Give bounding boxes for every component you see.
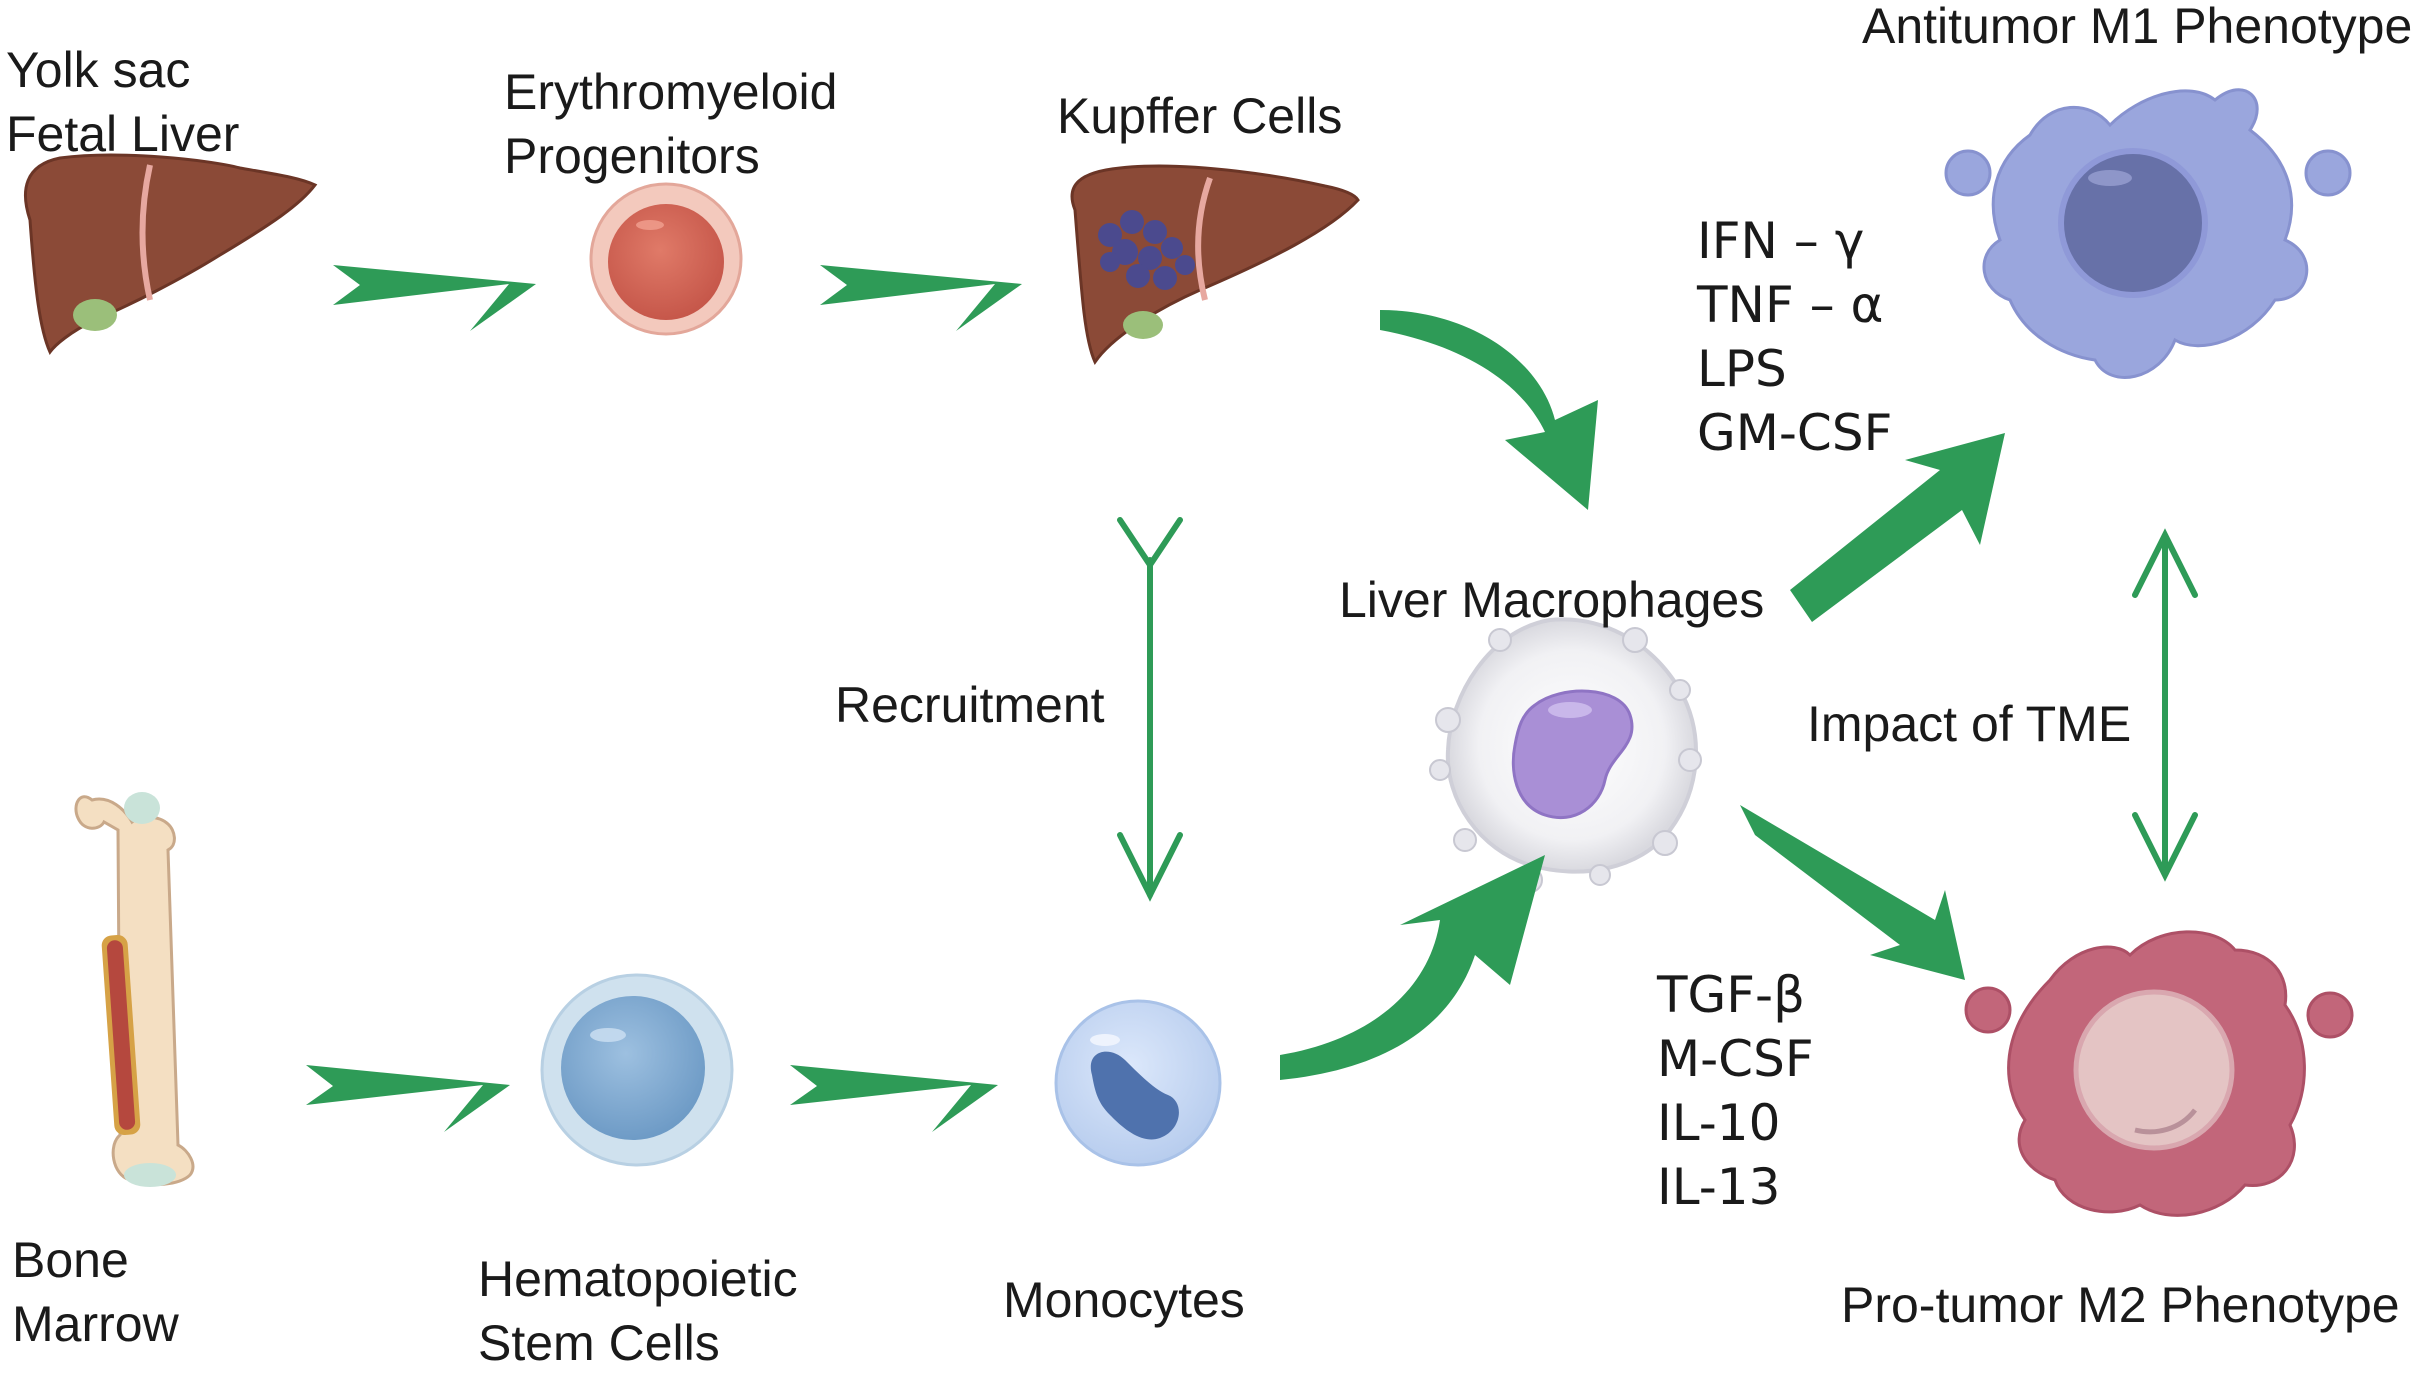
monocyte-icon <box>1054 999 1222 1167</box>
arrow-macrophage-to-m2 <box>1740 805 1965 980</box>
label-monocytes: Monocytes <box>1003 1272 1245 1328</box>
macrophage-icon <box>1429 617 1702 893</box>
bone-icon <box>74 792 195 1187</box>
label-erythromyeloid: Erythromyeloid Progenitors <box>504 60 837 188</box>
label-bone: Bone <box>12 1232 129 1288</box>
label-hematopoietic: Hematopoietic <box>478 1251 798 1307</box>
stimulus-m-csf: M-CSF <box>1657 1030 1814 1088</box>
stimulus-lps: LPS <box>1697 340 1787 398</box>
arrow-erythro-to-kupffer <box>820 265 1022 331</box>
label-kupffer-cells: Kupffer Cells <box>1057 88 1343 144</box>
label-liver-macrophages: Liver Macrophages <box>1339 572 1765 628</box>
arrow-bone-to-hsc <box>306 1065 510 1132</box>
stimulus-tnf-alpha: TNF – α <box>1697 276 1884 334</box>
label-stem-cells: Stem Cells <box>478 1315 720 1371</box>
arrow-hsc-to-monocyte <box>790 1065 998 1132</box>
label-yolk-sac: Yolk sac <box>6 42 191 98</box>
m1-stimuli-list: IFN – γ TNF – α LPS GM-CSF <box>1697 209 1892 465</box>
tme-double-arrow <box>2132 528 2198 882</box>
liver-icon <box>23 153 318 355</box>
stem-cell-icon <box>540 973 734 1167</box>
label-impact-tme: Impact of TME <box>1807 696 2132 752</box>
stimulus-tgf-beta: TGF-β <box>1657 966 1805 1024</box>
m2-macrophage-icon <box>1964 930 2354 1217</box>
arrow-macrophage-to-m1 <box>1790 433 2005 622</box>
label-hsc: Hematopoietic Stem Cells <box>478 1247 798 1375</box>
stimulus-il-10: IL-10 <box>1657 1094 1781 1152</box>
arrow-liver-to-erythro <box>333 265 536 331</box>
erythroid-cell-icon <box>589 182 743 336</box>
arrow-monocyte-to-macrophage <box>1280 855 1545 1080</box>
m1-macrophage-icon <box>1944 88 2352 379</box>
label-erythromyeloid-line2: Progenitors <box>504 128 760 184</box>
arrows <box>306 265 2005 1132</box>
label-erythromyeloid-line1: Erythromyeloid <box>504 64 838 120</box>
recruitment-arrow <box>1117 517 1183 902</box>
m2-stimuli-list: TGF-β M-CSF IL-10 IL-13 <box>1657 963 1814 1219</box>
stimulus-ifn-gamma: IFN – γ <box>1697 212 1865 270</box>
label-fetal-liver: Fetal Liver <box>6 106 240 162</box>
label-origin-liver: Yolk sac Fetal Liver <box>6 38 239 166</box>
label-m1-phenotype: Antitumor M1 Phenotype <box>1862 0 2412 54</box>
kupffer-liver-icon <box>1070 164 1360 366</box>
arrow-kupffer-to-macrophage <box>1380 310 1598 510</box>
label-recruitment: Recruitment <box>835 677 1105 733</box>
label-m2-phenotype: Pro-tumor M2 Phenotype <box>1841 1277 2400 1333</box>
stimulus-il-13: IL-13 <box>1657 1158 1781 1216</box>
label-marrow: Marrow <box>12 1296 179 1352</box>
stimulus-gm-csf: GM-CSF <box>1697 404 1893 462</box>
label-bone-marrow: Bone Marrow <box>12 1228 179 1356</box>
